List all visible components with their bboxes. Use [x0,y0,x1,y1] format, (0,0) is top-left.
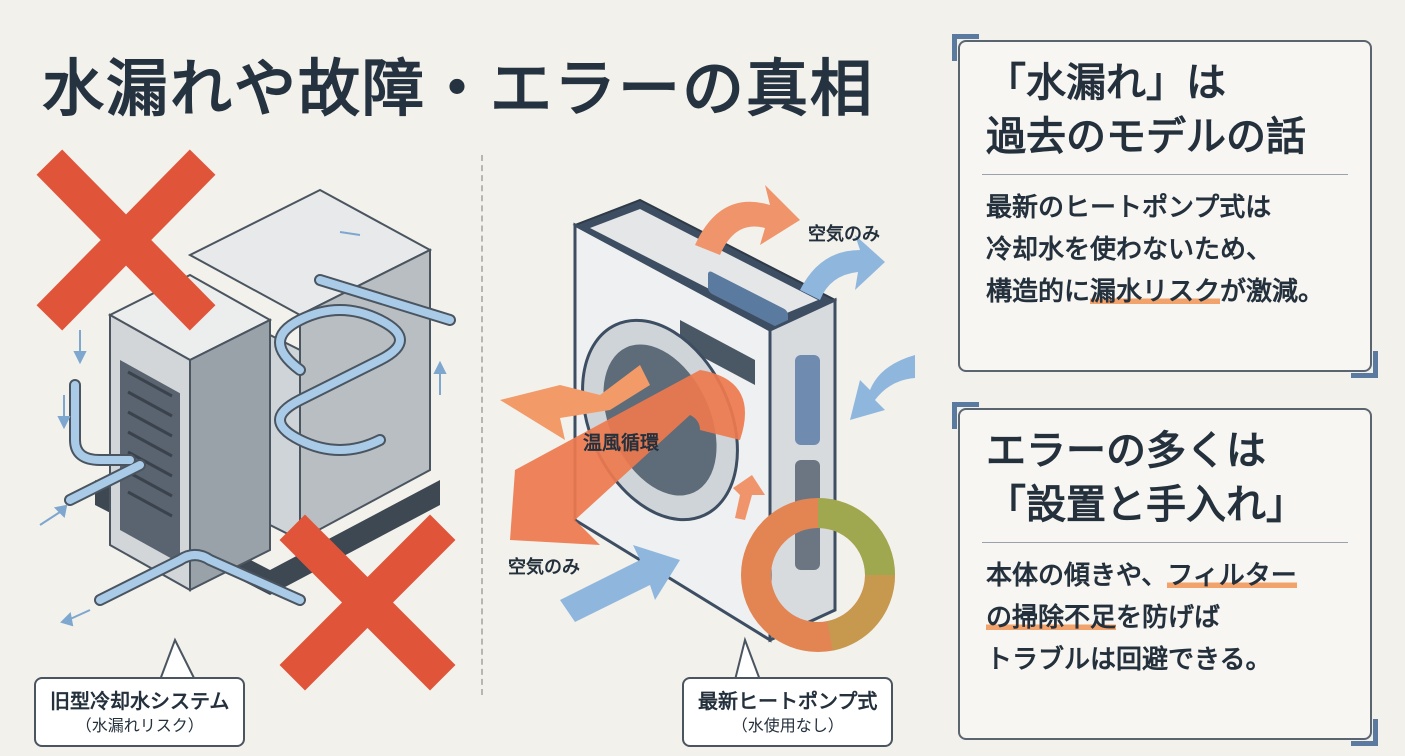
card-corner-accent [952,402,979,429]
airflow-arrow-icon [560,185,915,622]
unit-grille [120,360,180,564]
card-corner-accent [952,34,979,61]
leak-card-heading: 「水漏れ」は 過去のモデルの話 [960,42,1370,174]
flow-arrows [39,231,447,627]
card-corner-accent [1351,351,1378,378]
old-system-label: 旧型冷却水システム （水漏れリスク） [34,677,246,747]
old-system-label-sub: （水漏れリスク） [75,716,204,735]
panel-divider [481,155,483,695]
card-corner-accent [1351,719,1378,746]
error-info-card: エラーの多くは 「設置と手入れ」 本体の傾きや、フィルター の掃除不足を防げば … [952,402,1378,746]
air-only-label-left: 空気のみ [508,557,580,578]
error-card-heading: エラーの多くは 「設置と手入れ」 [960,410,1370,542]
old-cooling-unit-illustration [36,149,456,691]
error-card-body-line1-pre: 本体の傾きや、 [986,561,1168,591]
page-title: 水漏れや故障・エラーの真相 [42,52,875,125]
leak-risk-highlight: 漏水リスク [1090,277,1221,307]
leak-card-body-line3-pre: 構造的に [986,277,1091,307]
warm-air-arrow-icon [500,365,745,545]
orange-green-ring-icon [741,498,896,652]
x-mark-icon [36,149,216,331]
error-card-heading-line1: エラーの多くは [986,428,1266,474]
leak-card-body-line1: 最新のヒートポンプ式は [986,193,1272,223]
x-mark-icon [279,514,456,691]
error-card-body: 本体の傾きや、フィルター の掃除不足を防げば トラブルは回避できる。 [960,543,1370,693]
old-system-label-main: 旧型冷却水システム [50,689,230,713]
warm-air-label: 温風循環 [583,432,660,454]
error-card-body-line2-post: を防げば [1116,603,1221,633]
heat-pump-label-main: 最新ヒートポンプ式 [698,689,878,713]
leak-card-body: 最新のヒートポンプ式は 冷却水を使わないため、 構造的に漏水リスクが激減。 [960,175,1370,325]
heat-pump-label-sub: （水使用なし） [731,716,844,735]
heat-pump-label: 最新ヒートポンプ式 （水使用なし） [682,677,894,747]
heat-pump-illustration [500,185,915,681]
error-card-heading-line2: 「設置と手入れ」 [986,482,1306,528]
leak-card-heading-line2: 過去のモデルの話 [986,114,1306,160]
cleaning-shortage-highlight: の掃除不足 [986,603,1117,633]
leak-card-body-line2: 冷却水を使わないため、 [986,235,1273,265]
leak-card-body-line3-post: が激減。 [1220,277,1325,307]
filter-highlight: フィルター [1167,561,1297,591]
leak-card-heading-line1: 「水漏れ」は [986,60,1226,106]
card-divider [982,542,1348,543]
air-only-label-top: 空気のみ [808,224,880,245]
error-card-body-line3: トラブルは回避できる。 [986,645,1272,675]
leak-info-card: 「水漏れ」は 過去のモデルの話 最新のヒートポンプ式は 冷却水を使わないため、 … [952,34,1378,378]
card-divider [982,174,1348,175]
